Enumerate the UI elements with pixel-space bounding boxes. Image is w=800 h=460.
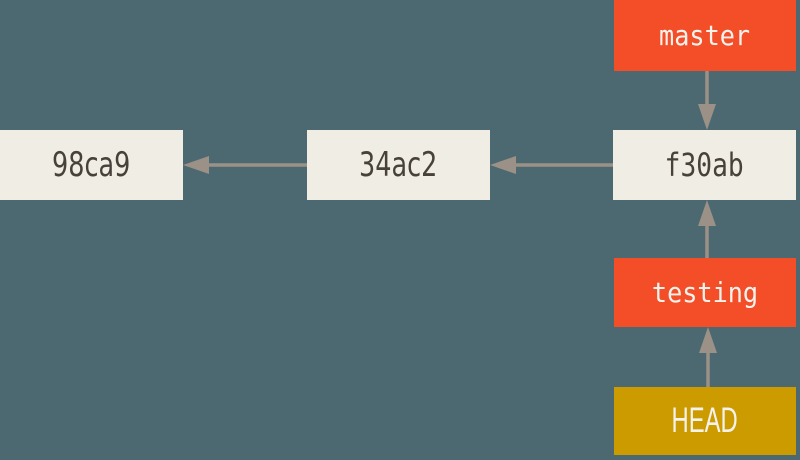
- arrow-master-to-f30ab: [698, 71, 716, 130]
- commit-box-f30ab: f30ab: [613, 130, 796, 200]
- arrow-34ac2-to-98ca9: [183, 156, 307, 174]
- arrowhead-down-icon: [698, 104, 716, 130]
- branch-label-testing: testing: [614, 258, 796, 327]
- head-name: HEAD: [671, 401, 739, 440]
- commit-id: f30ab: [664, 146, 744, 184]
- commit-id: 98ca9: [52, 145, 131, 185]
- arrow-f30ab-to-34ac2: [490, 156, 613, 174]
- arrowhead-left-icon: [490, 156, 516, 174]
- head-label: HEAD: [614, 387, 796, 455]
- branch-name: master: [659, 19, 751, 52]
- commit-box-98ca9: 98ca9: [0, 130, 183, 200]
- commit-box-34ac2: 34ac2: [307, 130, 490, 200]
- arrowhead-left-icon: [183, 156, 209, 174]
- commit-id: 34ac2: [359, 145, 438, 185]
- arrowhead-up-icon: [699, 327, 717, 353]
- branch-label-master: master: [614, 0, 796, 71]
- arrowhead-up-icon: [698, 200, 716, 226]
- branch-name: testing: [651, 276, 759, 309]
- arrow-testing-to-f30ab: [698, 200, 716, 258]
- arrow-head-to-testing: [699, 327, 717, 387]
